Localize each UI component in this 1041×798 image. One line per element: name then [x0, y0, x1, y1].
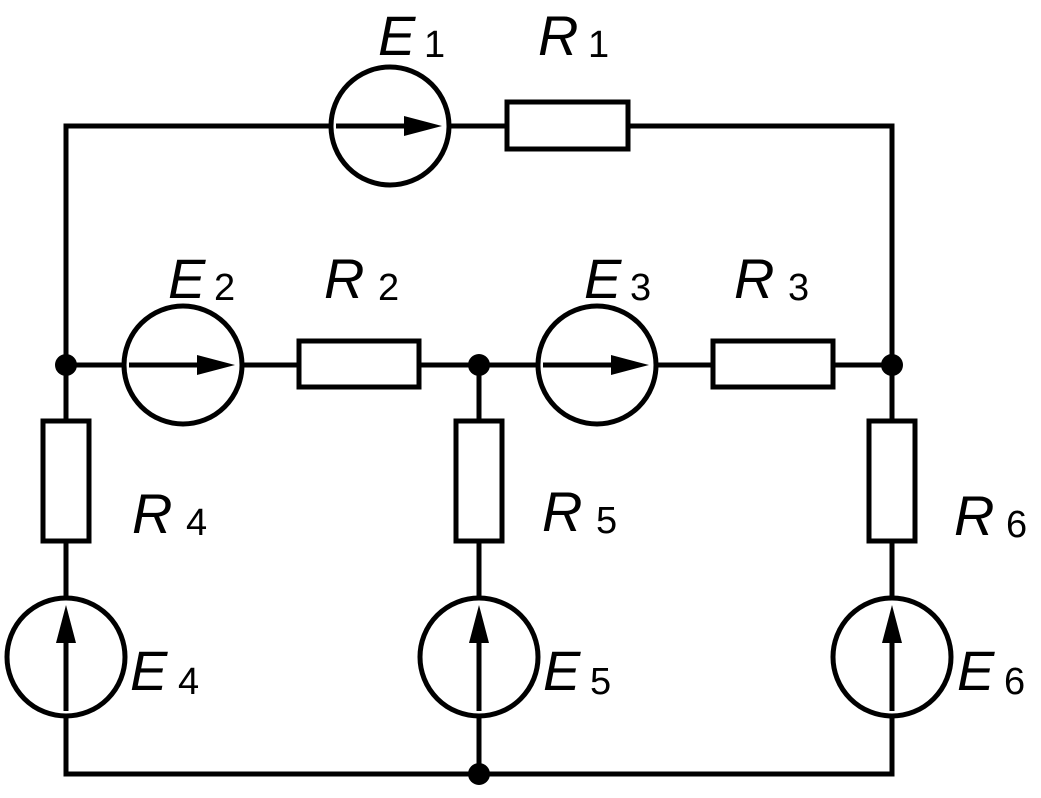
- svg-text:5: 5: [590, 661, 611, 703]
- label-e2: E 2: [168, 247, 235, 310]
- svg-text:3: 3: [788, 267, 809, 309]
- label-r5: R 5: [542, 480, 617, 543]
- label-r3: R 3: [734, 247, 809, 310]
- node-right: [881, 354, 903, 376]
- source-e1: [328, 64, 452, 188]
- resistor-r2: [296, 338, 422, 390]
- label-r1: R 1: [538, 4, 609, 67]
- wire-top-right: [625, 123, 895, 368]
- node-left: [55, 354, 77, 376]
- svg-text:1: 1: [424, 24, 445, 66]
- svg-text:4: 4: [186, 502, 207, 544]
- svg-text:3: 3: [630, 267, 651, 309]
- svg-text:4: 4: [178, 661, 199, 703]
- label-e3: E 3: [584, 247, 651, 310]
- svg-text:6: 6: [1006, 504, 1027, 546]
- resistor-r3: [710, 338, 836, 390]
- label-e4: E 4: [130, 639, 199, 703]
- source-e3: [535, 303, 659, 427]
- svg-text:E: E: [378, 4, 416, 67]
- source-e6: [830, 595, 954, 719]
- wire-top-left: [63, 123, 333, 368]
- resistor-r1: [504, 99, 631, 152]
- svg-text:R: R: [542, 480, 582, 543]
- resistor-r6: [866, 418, 918, 544]
- label-r2: R 2: [324, 247, 399, 310]
- source-e2: [121, 303, 245, 427]
- svg-text:R: R: [324, 247, 364, 310]
- svg-text:R: R: [954, 484, 994, 547]
- label-e5: E 5: [543, 639, 611, 703]
- svg-text:E: E: [543, 639, 581, 702]
- svg-text:R: R: [132, 482, 172, 545]
- resistor-r4: [40, 418, 92, 544]
- resistor-r5: [453, 418, 505, 544]
- svg-text:E: E: [584, 247, 622, 310]
- label-e6: E 6: [957, 639, 1025, 703]
- svg-text:E: E: [130, 639, 168, 702]
- svg-text:R: R: [734, 247, 774, 310]
- svg-text:2: 2: [378, 267, 399, 309]
- source-e4: [4, 595, 128, 719]
- source-e5: [417, 595, 541, 719]
- label-r6: R 6: [954, 484, 1027, 547]
- svg-text:1: 1: [588, 24, 609, 66]
- svg-text:6: 6: [1004, 661, 1025, 703]
- svg-text:5: 5: [596, 500, 617, 542]
- svg-text:E: E: [168, 247, 206, 310]
- svg-text:R: R: [538, 4, 578, 67]
- node-middle: [468, 354, 490, 376]
- node-bottom: [468, 763, 490, 785]
- svg-text:2: 2: [214, 267, 235, 309]
- label-r4: R 4: [132, 482, 207, 545]
- label-e1: E 1: [378, 4, 445, 67]
- svg-text:E: E: [957, 639, 995, 702]
